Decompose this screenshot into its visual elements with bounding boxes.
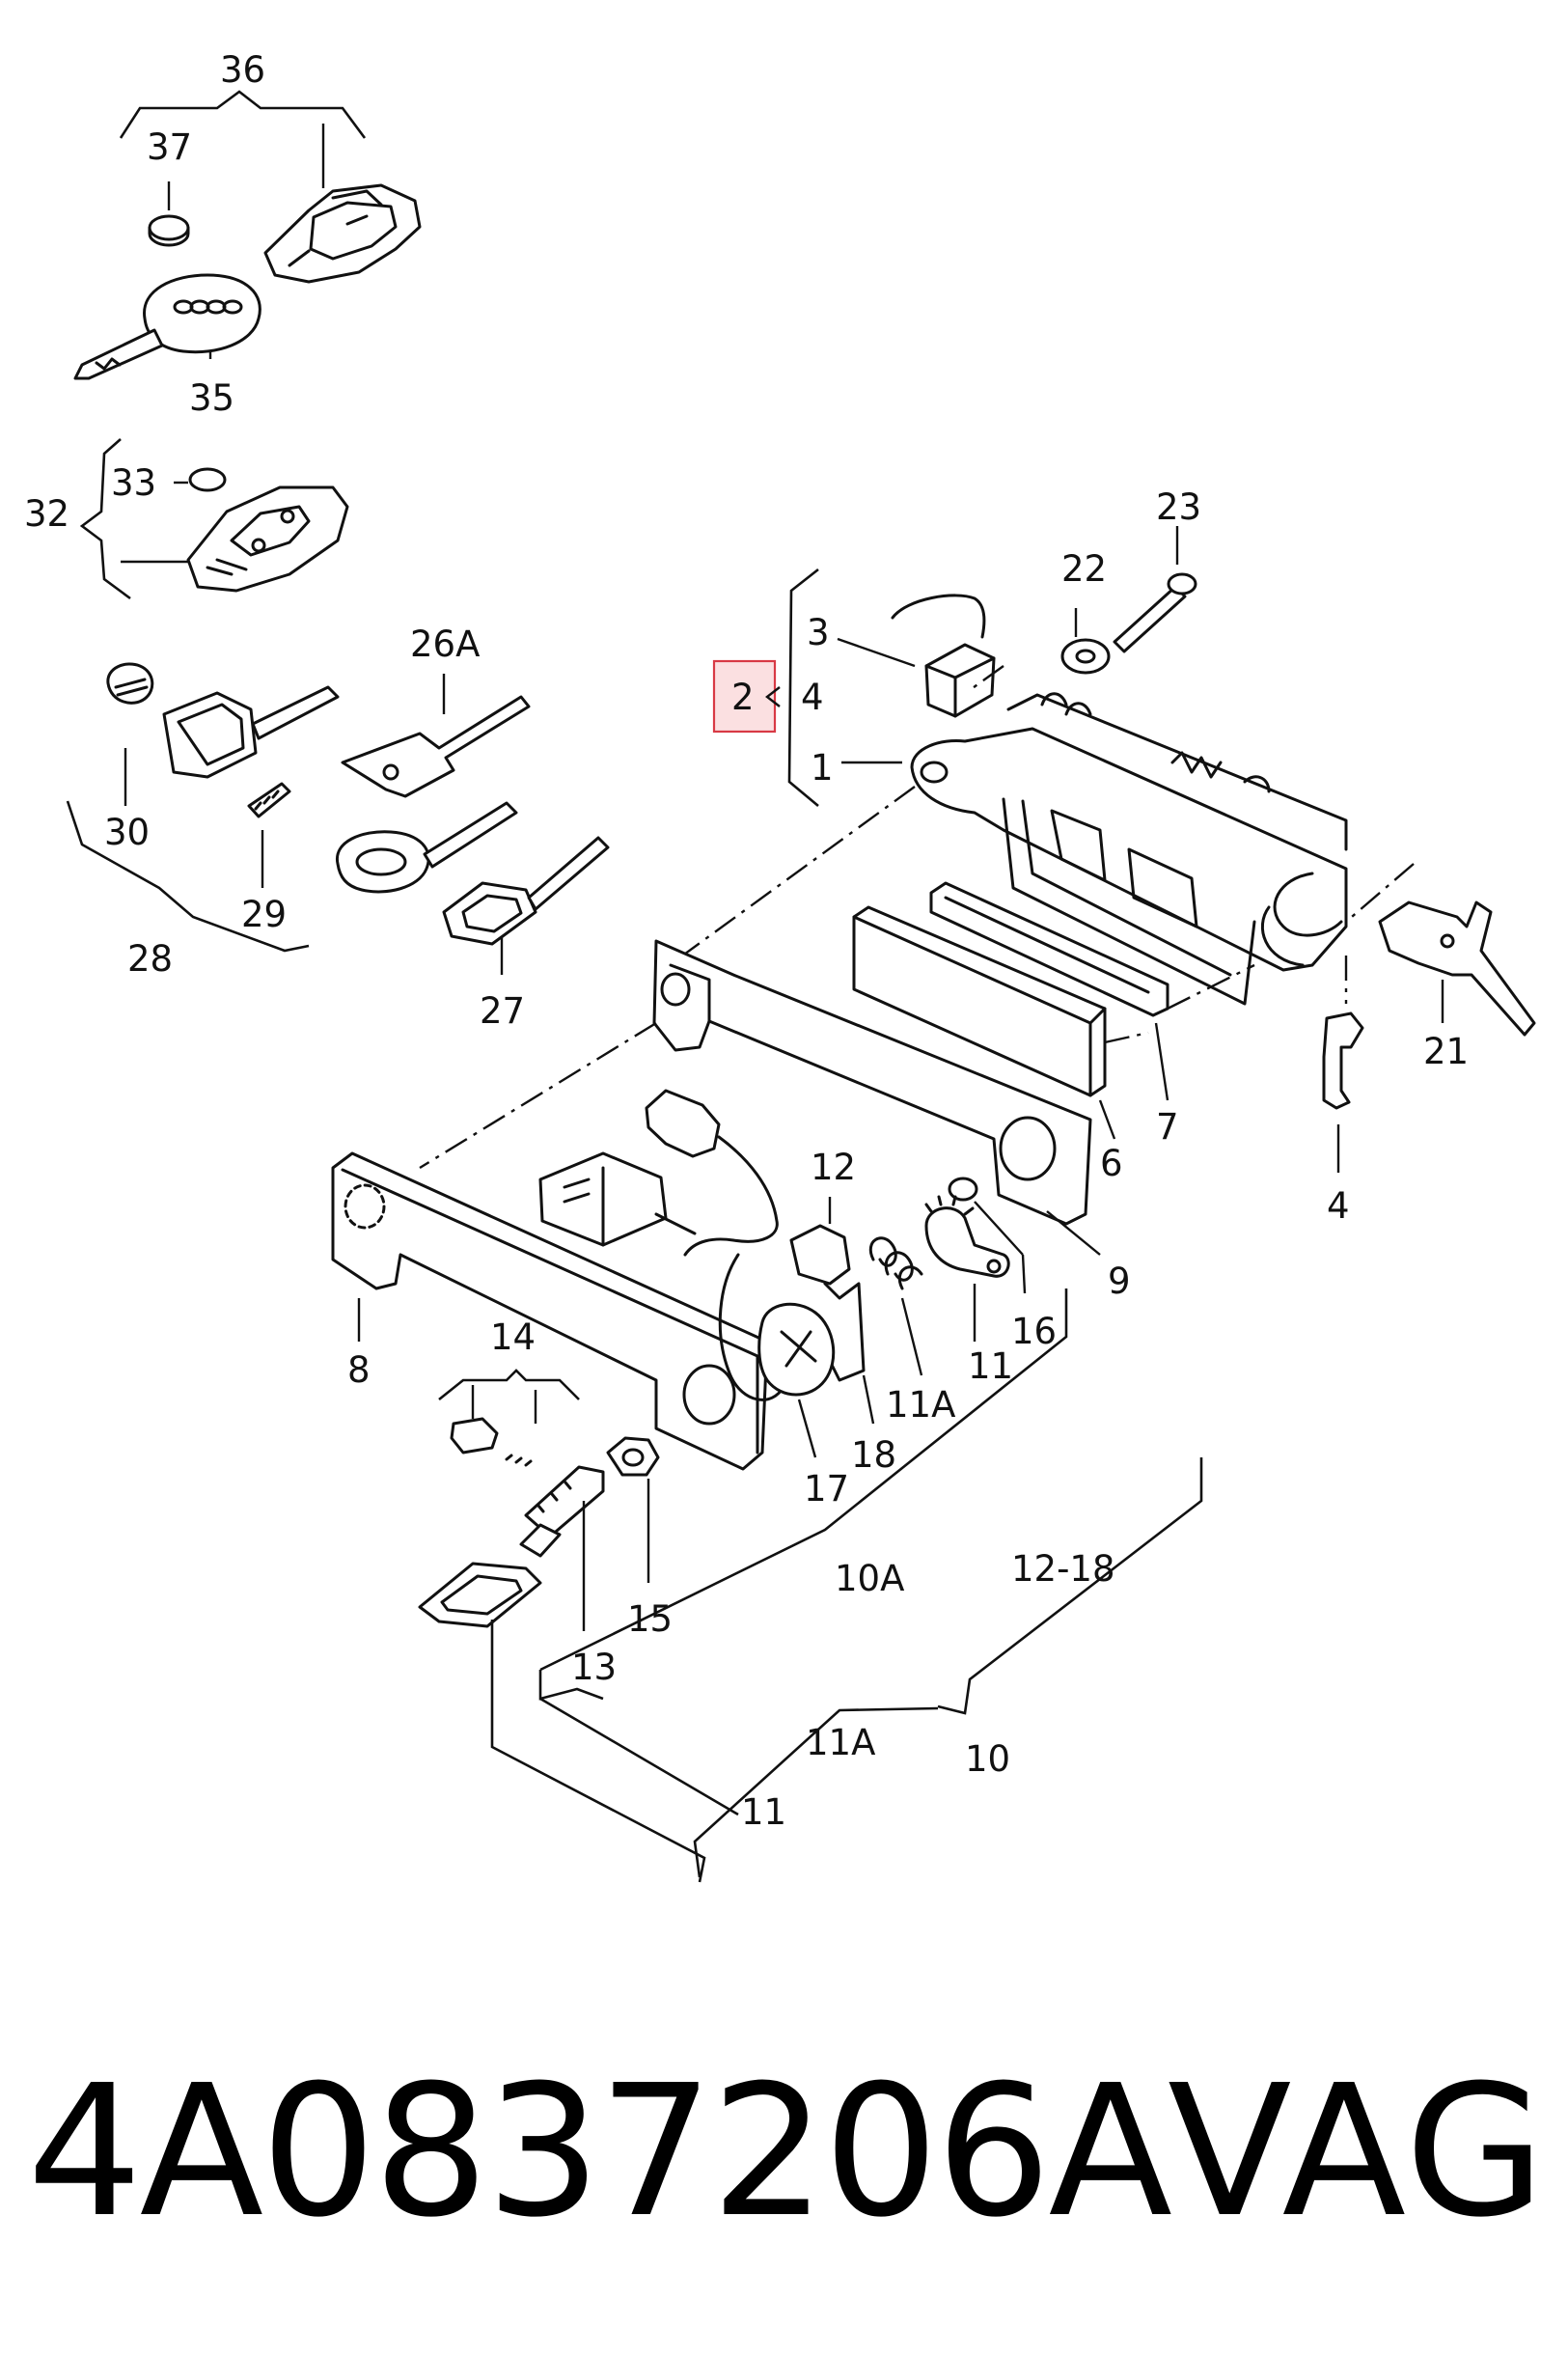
callout-10: 10 (965, 1738, 1010, 1780)
callout-23: 23 (1156, 486, 1201, 528)
brand-name: VAG (1168, 2046, 1548, 2258)
callout-35: 35 (189, 377, 234, 419)
handle-gasket (652, 939, 1092, 1226)
plug (645, 1089, 721, 1158)
trim-strip (852, 905, 1107, 1097)
callout-12-18: 12-18 (1011, 1548, 1115, 1590)
callout-26a: 26A (410, 623, 480, 665)
key-blank-26a (341, 695, 531, 798)
callout-6: 6 (1100, 1143, 1123, 1184)
hinge-pin (1113, 585, 1187, 653)
callout-11-lower: 11 (741, 1791, 786, 1833)
handle-mechanism-upper (655, 526, 1348, 1006)
callout-11: 11 (968, 1345, 1013, 1387)
callout-4-upper: 4 (801, 677, 824, 718)
part-number: 4A0837206A (27, 2046, 1172, 2258)
washer (1060, 638, 1111, 675)
key-group-36 (73, 90, 422, 380)
callout-11a-lower: 11A (806, 1722, 875, 1763)
lock-cylinder-parts (418, 1089, 1203, 1883)
callout-8: 8 (347, 1349, 371, 1391)
gear-pawl (924, 1206, 1010, 1278)
callout-labels: 36 37 35 33 32 26A 30 29 28 27 23 22 3 2… (24, 49, 1469, 1833)
part-caption: 4A0837206A VAG (0, 2036, 1568, 2268)
keys-group-28 (66, 662, 610, 975)
callout-11a: 11A (886, 1384, 955, 1426)
screw (247, 782, 291, 818)
callout-10a: 10A (835, 1558, 904, 1599)
gasket-9 (419, 939, 1101, 1256)
door-handle-8 (331, 1151, 769, 1471)
callout-2: 2 (731, 677, 755, 718)
callout-7: 7 (1156, 1106, 1179, 1148)
callout-12: 12 (811, 1147, 856, 1188)
callout-1: 1 (811, 747, 834, 789)
callout-14: 14 (490, 1316, 536, 1358)
retaining-hook (1322, 1011, 1364, 1110)
remote-housing-open (263, 183, 422, 284)
exploded-parts-diagram: 36 37 35 33 32 26A 30 29 28 27 23 22 3 2… (24, 49, 1536, 1883)
key-round-head (336, 830, 430, 894)
release-lever (1378, 900, 1536, 1037)
callout-16: 16 (1011, 1311, 1057, 1352)
callout-33: 33 (111, 462, 156, 504)
callout-22: 22 (1061, 548, 1107, 590)
micro-switch (924, 643, 996, 718)
cover-strips (852, 881, 1255, 1140)
remote-transmitter (186, 485, 349, 593)
battery-cell (148, 214, 190, 241)
key-blade (73, 328, 164, 380)
callout-9: 9 (1108, 1261, 1131, 1302)
snap-ring (948, 1177, 978, 1202)
callout-30: 30 (104, 812, 150, 853)
door-handle (331, 1151, 769, 1471)
callout-18: 18 (851, 1434, 896, 1476)
battery-cell (188, 467, 227, 492)
callout-36: 36 (220, 49, 265, 91)
callout-17: 17 (804, 1468, 849, 1510)
hex-nut (606, 1436, 660, 1477)
highlight-box (712, 659, 777, 734)
callout-15: 15 (627, 1598, 673, 1640)
callout-21: 21 (1423, 1031, 1469, 1072)
callout-13: 13 (571, 1647, 617, 1688)
callout-29: 29 (241, 894, 287, 935)
lever-21 (1322, 863, 1536, 1173)
retainer-clip (450, 1417, 499, 1455)
callout-3: 3 (807, 612, 830, 653)
ignition-key (418, 1562, 542, 1628)
callout-37: 37 (147, 126, 192, 168)
callout-32: 32 (24, 493, 69, 535)
callout-27: 27 (480, 990, 525, 1032)
remote-group-32 (79, 438, 349, 600)
callout-28: 28 (127, 938, 173, 980)
callout-4-lower: 4 (1327, 1185, 1350, 1227)
coil-spring (869, 1236, 923, 1290)
lock-switch (789, 1224, 851, 1286)
